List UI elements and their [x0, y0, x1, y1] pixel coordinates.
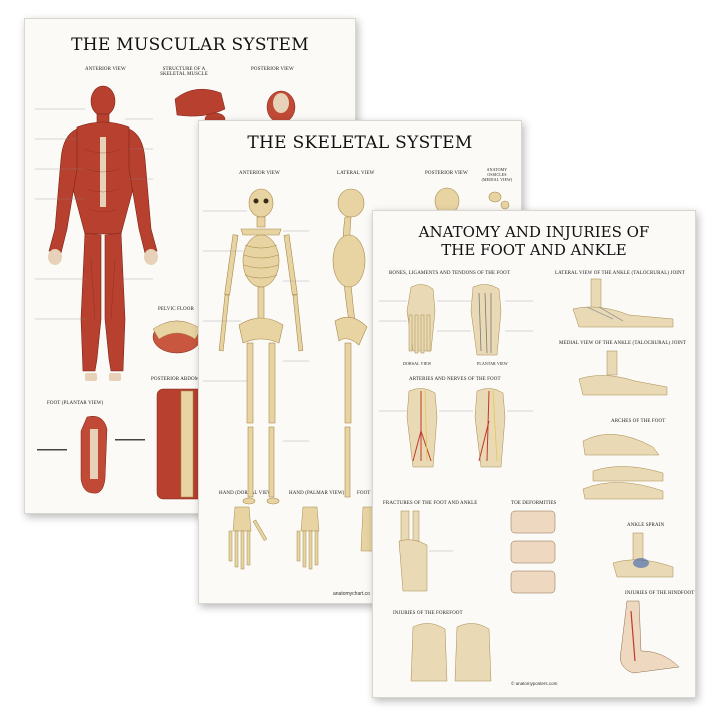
foot-fractures-label: FRACTURES OF THE FOOT AND ANKLE [383, 501, 478, 506]
foot-arteries-label: ARTERIES AND NERVES OF THE FOOT [409, 377, 501, 382]
skeletal-anterior-label: ANTERIOR VIEW [239, 171, 280, 176]
muscular-abdominal-label: POSTERIOR ABDOMINAL WALL [151, 377, 228, 382]
foot-poster-title-line1: ANATOMY AND INJURIES OF [418, 223, 650, 241]
skeletal-footer: anatomychart.co [333, 591, 370, 597]
muscular-posterior-label: POSTERIOR VIEW [251, 67, 294, 72]
foot-dorsal-view-label: DORSAL VIEW [403, 361, 432, 366]
muscular-pelvic-label: PELVIC FLOOR [158, 307, 194, 312]
foot-poster-title-line2: THE FOOT AND ANKLE [441, 241, 627, 259]
muscular-anterior-label: ANTERIOR VIEW [85, 67, 126, 72]
foot-forefoot-label: INJURIES OF THE FOREFOOT [393, 611, 463, 616]
foot-bones-label: BONES, LIGAMENTS AND TENDONS OF THE FOOT [389, 271, 510, 276]
muscular-structure-label: STRUCTURE OF A SKELETAL MUSCLE [160, 67, 208, 77]
muscular-foot-label: FOOT (PLANTAR VIEW) [47, 401, 104, 406]
foot-ankle-poster: ANATOMY AND INJURIES OF THE FOOT AND ANK… [372, 210, 696, 698]
skeletal-ossicles-label: ANATOMY OSSICLES (MEDIAL VIEW) [481, 167, 513, 182]
skeletal-foot-label: FOOT (DO [357, 491, 381, 496]
skeletal-hand-dorsal-label: HAND (DORSAL VIEW) [219, 491, 274, 496]
skeletal-posterior-label: POSTERIOR VIEW [425, 171, 468, 176]
foot-arches-label: ARCHES OF THE FOOT [611, 419, 666, 424]
skeletal-lateral-label: LATERAL VIEW [337, 171, 375, 176]
foot-poster-footer: © anatomyposters.com [511, 681, 558, 686]
foot-hindfoot-label: INJURIES OF THE HINDFOOT [625, 591, 695, 596]
foot-toe-label: TOE DEFORMITIES [511, 501, 557, 506]
skeletal-hand-palmar-label: HAND (PALMAR VIEW) [289, 491, 345, 496]
foot-sprain-label: ANKLE SPRAIN [627, 523, 665, 528]
foot-lateral-label: LATERAL VIEW OF THE ANKLE (TALOCRURAL) J… [555, 271, 685, 276]
foot-medial-label: MEDIAL VIEW OF THE ANKLE (TALOCRURAL) JO… [559, 341, 687, 346]
foot-anatomy-illustration [379, 278, 680, 682]
foot-plantar-view-label: PLANTAR VIEW [477, 361, 508, 366]
muscular-poster-title: THE MUSCULAR SYSTEM [71, 35, 309, 55]
skeletal-poster-title: THE SKELETAL SYSTEM [247, 133, 473, 153]
